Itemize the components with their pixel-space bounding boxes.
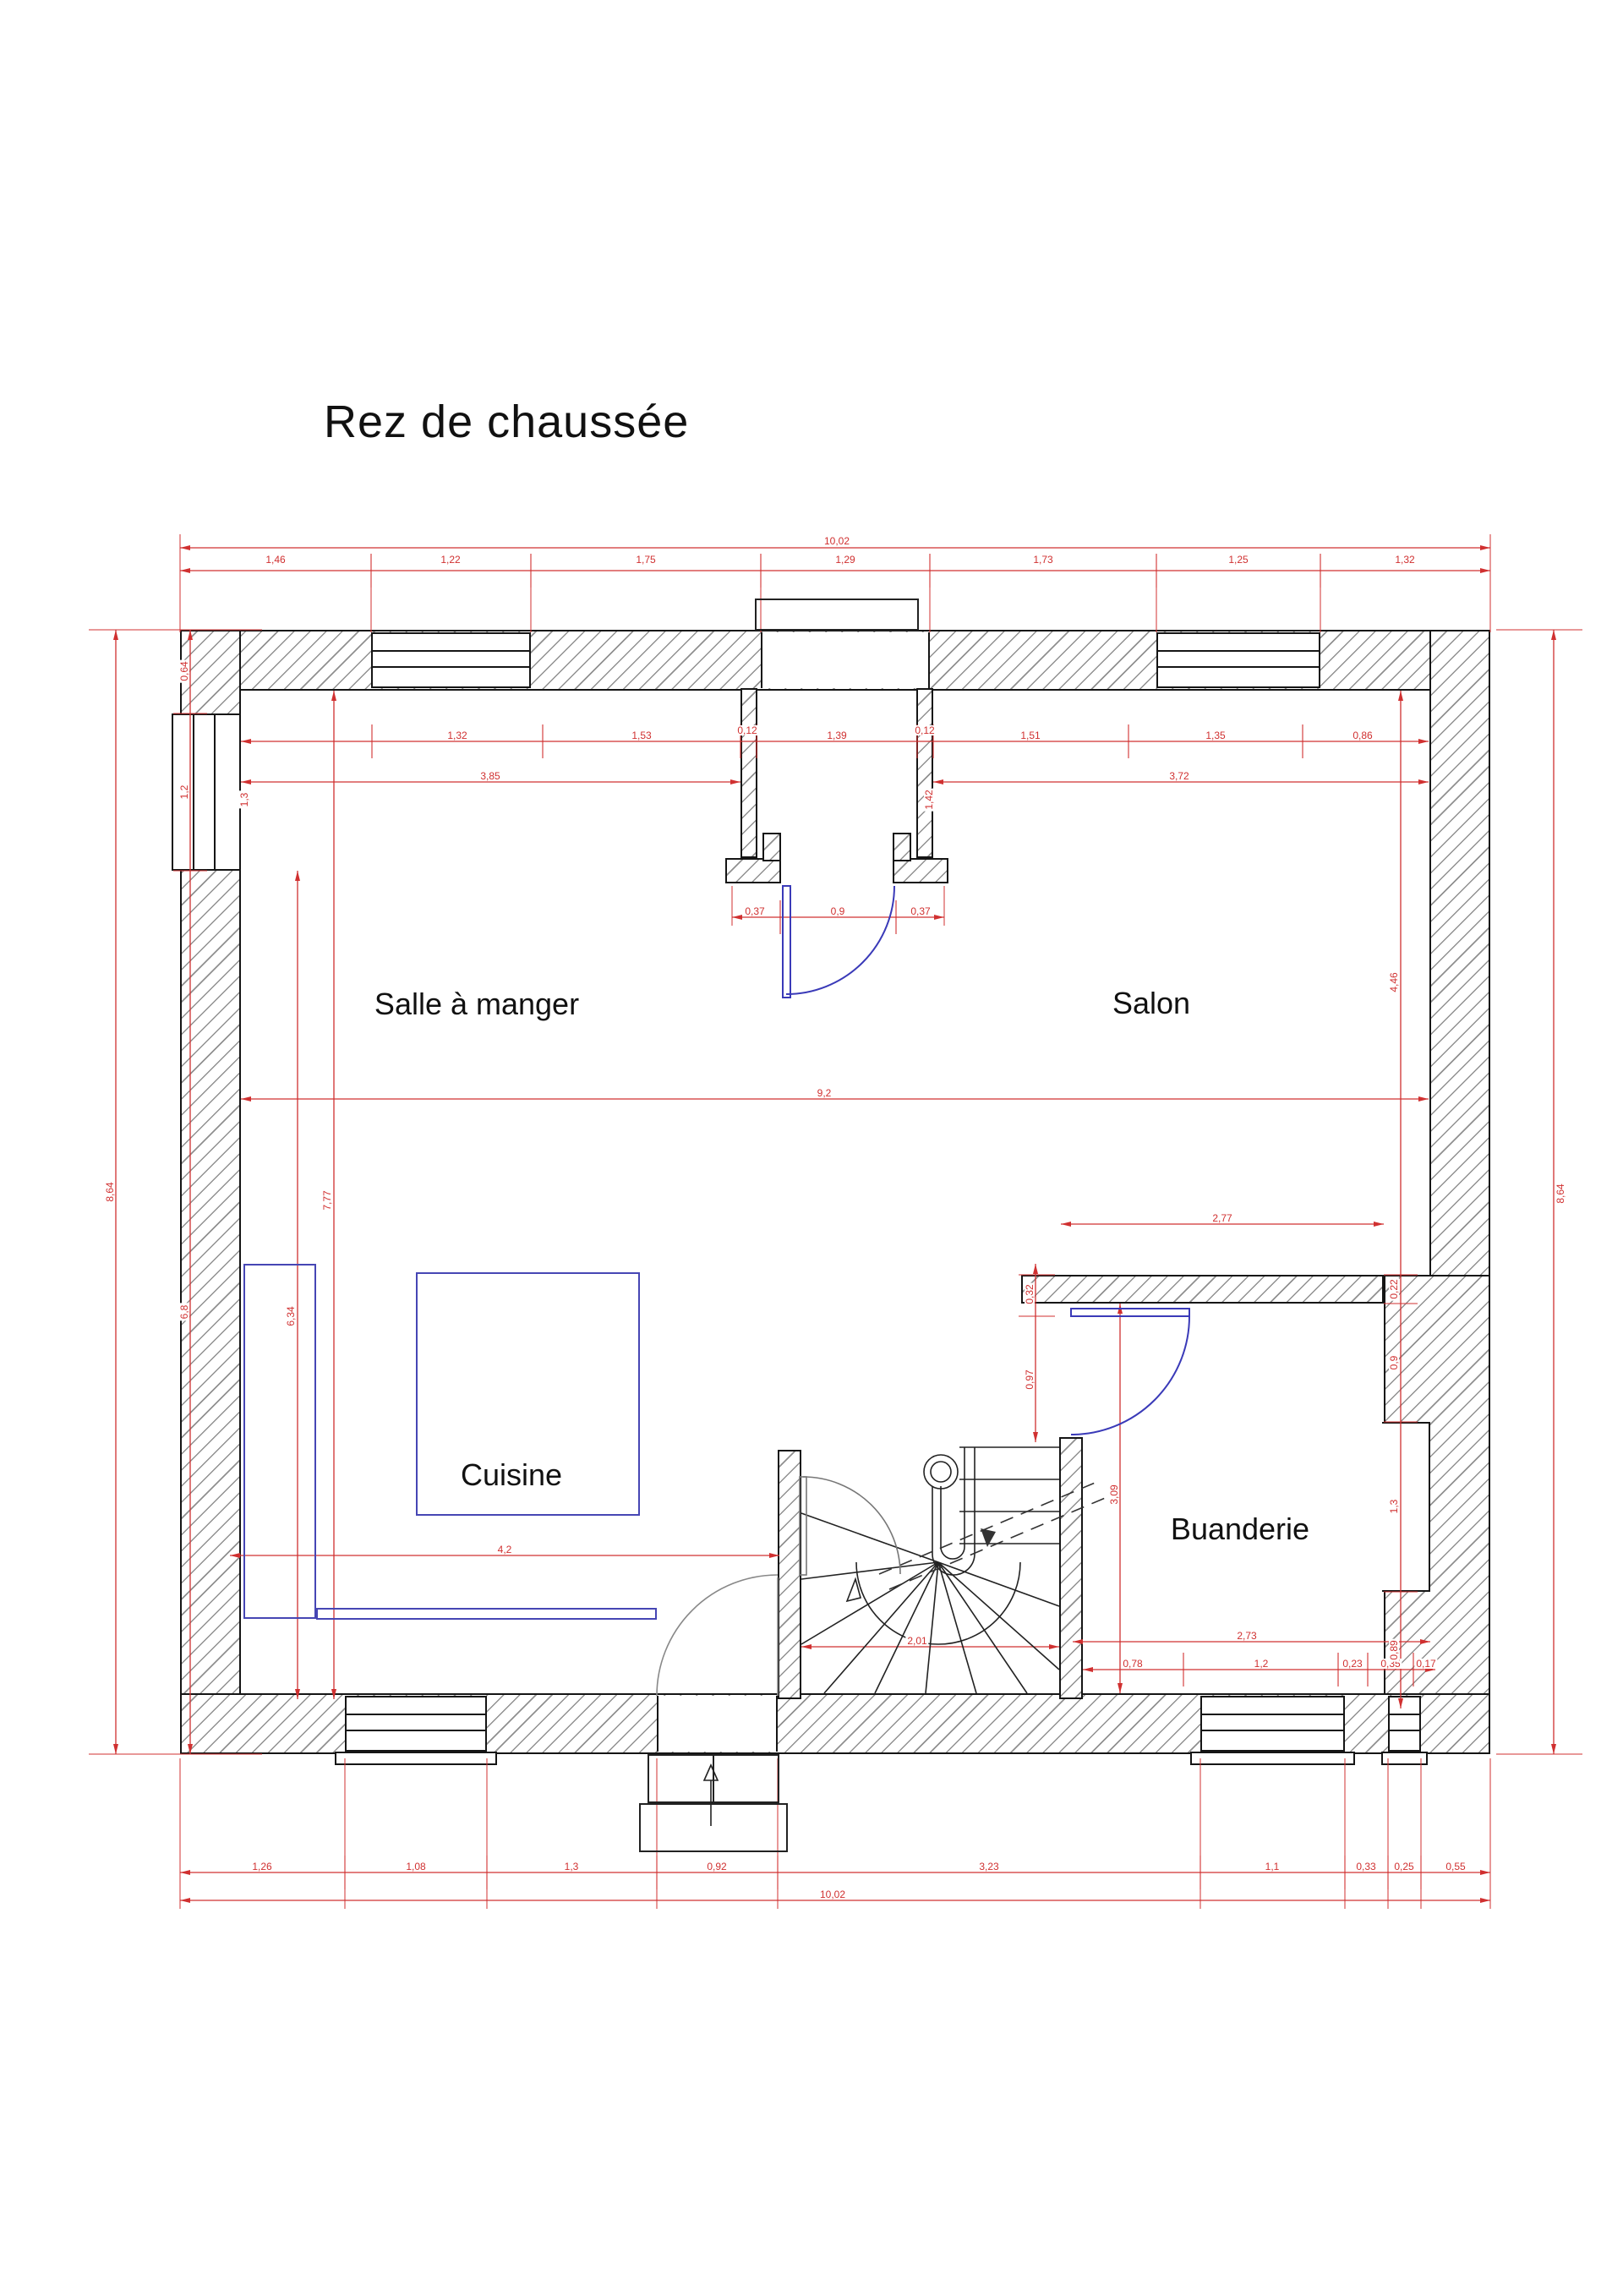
dim-label: 3,23 [977, 1861, 1001, 1872]
understair-closet-door [799, 1476, 901, 1576]
room-label-cuisine: Cuisine [460, 1457, 563, 1492]
dim-label: 1,3 [1388, 1497, 1400, 1516]
room-label-buanderie: Buanderie [1170, 1512, 1310, 1546]
kitchen-counter-left [243, 1264, 316, 1619]
dim-label: 0,92 [705, 1861, 729, 1872]
dim-label: 1,73 [1031, 554, 1055, 566]
dim-label: 9,2 [815, 1087, 833, 1099]
porch-stub-left-flange [762, 833, 781, 861]
dim-label: 2,73 [1235, 1630, 1259, 1642]
dimension-lines [113, 545, 1556, 1903]
page-title: Rez de chaussée [324, 396, 690, 447]
stair-direction-line [878, 1480, 1110, 1590]
dim-label: 0,9 [1388, 1353, 1400, 1372]
entry-door-opening [761, 632, 930, 688]
dim-label: 1,2 [1252, 1658, 1271, 1670]
dim-label: 0,33 [1354, 1861, 1378, 1872]
dim-label: 10,02 [817, 1889, 848, 1900]
dim-label: 6,34 [285, 1304, 297, 1328]
dim-label: 1,51 [1019, 730, 1042, 741]
buanderie-door [1070, 1308, 1190, 1435]
dim-label: 3,09 [1108, 1483, 1120, 1506]
dim-label: 0,17 [1414, 1658, 1438, 1670]
dim-label: 8,64 [104, 1180, 116, 1204]
room-label-salon: Salon [1112, 986, 1191, 1020]
dim-label: 0,9 [828, 905, 847, 917]
kitchen-counter-bottom [316, 1608, 657, 1620]
buanderie-top-wall [1021, 1275, 1384, 1304]
dim-label: 6,8 [178, 1303, 190, 1321]
dim-label: 1,3 [238, 790, 250, 809]
dim-label: 1,46 [264, 554, 287, 566]
dim-label: 0,97 [1024, 1368, 1036, 1391]
dim-label: 0,86 [1351, 730, 1374, 741]
window-top-left [371, 632, 531, 688]
window-bottom-right [1200, 1696, 1345, 1752]
porch-stub-right-flange [893, 833, 911, 861]
entry-door [782, 885, 895, 998]
dim-label: 4,46 [1388, 970, 1400, 994]
window-sill-bottom-left [335, 1752, 497, 1765]
cuisine-door [656, 1574, 779, 1697]
dim-label: 0,37 [743, 905, 767, 917]
dim-label: 1,08 [404, 1861, 428, 1872]
dim-label: 1,53 [630, 730, 653, 741]
dim-label: 8,64 [1555, 1182, 1566, 1205]
dim-label: 1,42 [923, 788, 935, 812]
dim-label: 0,23 [1341, 1658, 1364, 1670]
window-bottom-left [345, 1696, 487, 1752]
dim-label: 1,2 [178, 783, 190, 801]
dim-label: 0,32 [1024, 1282, 1036, 1306]
dim-label: 2,77 [1210, 1212, 1234, 1224]
dim-label: 0,12 [735, 724, 759, 736]
cuisine-door-opening [657, 1696, 778, 1752]
exterior-steps-lower [639, 1803, 788, 1852]
window-sill-bottom-right [1190, 1752, 1355, 1765]
exterior-steps-divider [713, 1754, 714, 1803]
dim-label: 0,78 [1121, 1658, 1145, 1670]
dim-label: 1,25 [1227, 554, 1250, 566]
dim-label: 0,64 [178, 659, 190, 683]
dim-label: 1,39 [825, 730, 849, 741]
dim-label: 0,22 [1388, 1277, 1400, 1301]
dim-label: 0,25 [1392, 1861, 1416, 1872]
porch-stub-right [893, 858, 948, 883]
dim-label: 3,85 [478, 770, 502, 782]
dim-label: 1,75 [634, 554, 658, 566]
spiral-staircase [801, 1446, 1060, 1694]
dim-label: 7,77 [321, 1189, 333, 1212]
dim-label: 0,12 [913, 724, 937, 736]
dim-label: 1,29 [833, 554, 857, 566]
dim-label: 10,02 [822, 535, 852, 547]
dim-label: 4,2 [495, 1544, 514, 1555]
dim-label: 0,89 [1388, 1638, 1400, 1662]
porch-stub-left [725, 858, 781, 883]
window-left-bay [172, 713, 241, 871]
entry-stoop [755, 599, 919, 631]
room-label-salle-a-manger: Salle à manger [374, 987, 580, 1021]
dim-label: 1,35 [1204, 730, 1227, 741]
dim-label: 1,32 [1393, 554, 1417, 566]
dim-label: 0,37 [909, 905, 932, 917]
dim-label: 2,01 [905, 1635, 929, 1647]
dim-label: 1,22 [439, 554, 462, 566]
dim-label: 1,3 [562, 1861, 581, 1872]
dim-label: 1,32 [445, 730, 469, 741]
extension-lines [89, 534, 1582, 1909]
window-sill-bottom-small [1381, 1752, 1428, 1765]
dim-label: 1,26 [250, 1861, 274, 1872]
window-bottom-small [1388, 1696, 1421, 1752]
kitchen-island [416, 1272, 640, 1516]
window-top-right [1156, 632, 1320, 688]
dim-label: 1,1 [1263, 1861, 1281, 1872]
dim-label: 3,72 [1167, 770, 1191, 782]
stair-wall-right [1059, 1437, 1083, 1699]
dim-label: 0,55 [1444, 1861, 1467, 1872]
